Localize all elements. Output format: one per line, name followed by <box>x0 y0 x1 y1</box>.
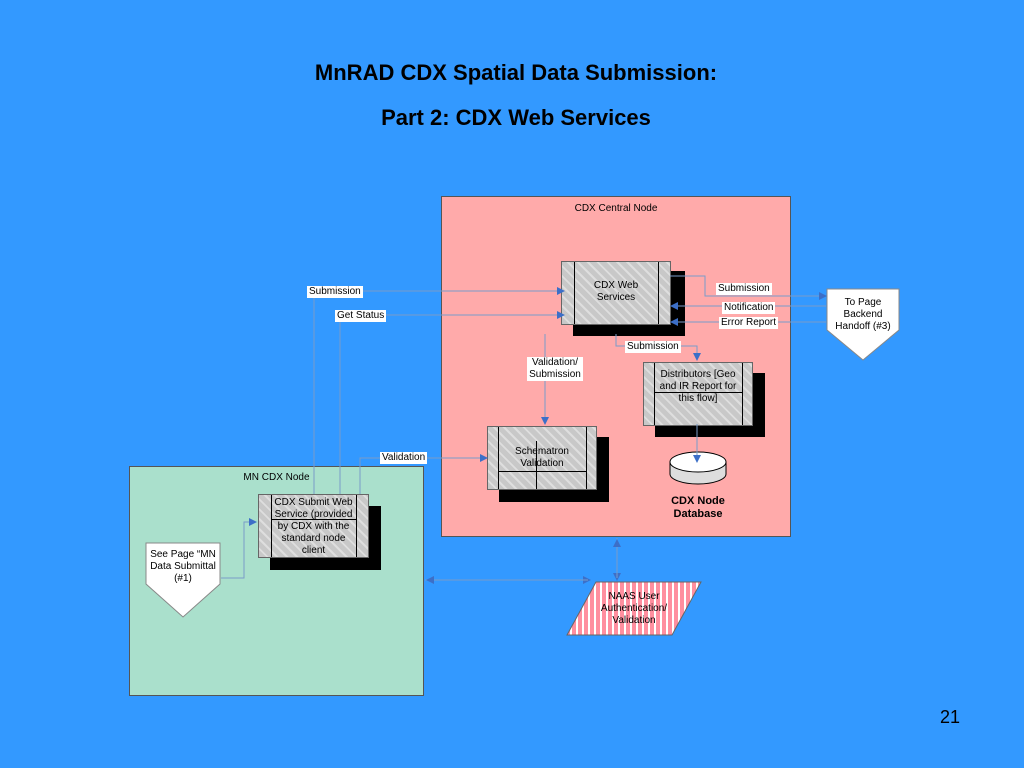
naas-authentication: NAAS User Authentication/ Validation <box>566 581 702 636</box>
page-subtitle: Part 2: CDX Web Services <box>381 105 651 130</box>
naas-shape-icon <box>566 581 702 636</box>
flow-label-error-report: Error Report <box>719 317 779 329</box>
flow-label-validation: Validation <box>380 452 428 464</box>
distributors-label: Distributors [Geo and IR Report for this… <box>659 369 737 404</box>
page-title: MnRAD CDX Spatial Data Submission: <box>314 60 718 85</box>
schematron-validation-process: Schematron Validation <box>487 426 609 502</box>
database-label-line2: Database <box>673 508 723 520</box>
naas-label: NAAS User Authentication/ Validation <box>600 591 668 626</box>
flow-label-notification: Notification <box>722 302 776 314</box>
offpage-shape-icon <box>826 288 900 361</box>
database-label: CDX Node Database <box>654 495 742 521</box>
offpage-connector-mn-submittal: See Page “MN Data Submittal (#1) <box>145 542 221 618</box>
cdx-web-services-process: CDX Web Services <box>561 261 685 336</box>
submit-service-label: CDX Submit Web Service (provided by CDX … <box>274 497 353 556</box>
backend-handoff-label: To Page Backend Handoff (#3) <box>835 297 891 332</box>
flow-label-submission-left: Submission <box>307 286 363 298</box>
cdx-node-database-icon <box>669 451 727 485</box>
flow-label-submission-right: Submission <box>716 283 772 295</box>
database-label-line1: CDX Node <box>671 495 725 507</box>
flow-label-get-status: Get Status <box>335 310 387 322</box>
flow-label-validation-submission: Validation/ Submission <box>527 357 583 381</box>
page-number: 21 <box>939 707 961 727</box>
distributors-process: Distributors [Geo and IR Report for this… <box>643 362 765 437</box>
flow-label-submission-mid: Submission <box>625 341 681 353</box>
mn-node-label: MN CDX Node <box>243 472 310 483</box>
schematron-label: Schematron Validation <box>515 446 569 469</box>
central-node-label: CDX Central Node <box>574 203 658 214</box>
offpage-shape-icon <box>145 542 221 618</box>
cdx-web-services-label: CDX Web Services <box>593 280 639 303</box>
mn-submittal-label: See Page “MN Data Submittal (#1) <box>150 549 216 584</box>
cdx-submit-web-service-process: CDX Submit Web Service (provided by CDX … <box>258 494 381 570</box>
offpage-connector-backend: To Page Backend Handoff (#3) <box>826 288 900 362</box>
